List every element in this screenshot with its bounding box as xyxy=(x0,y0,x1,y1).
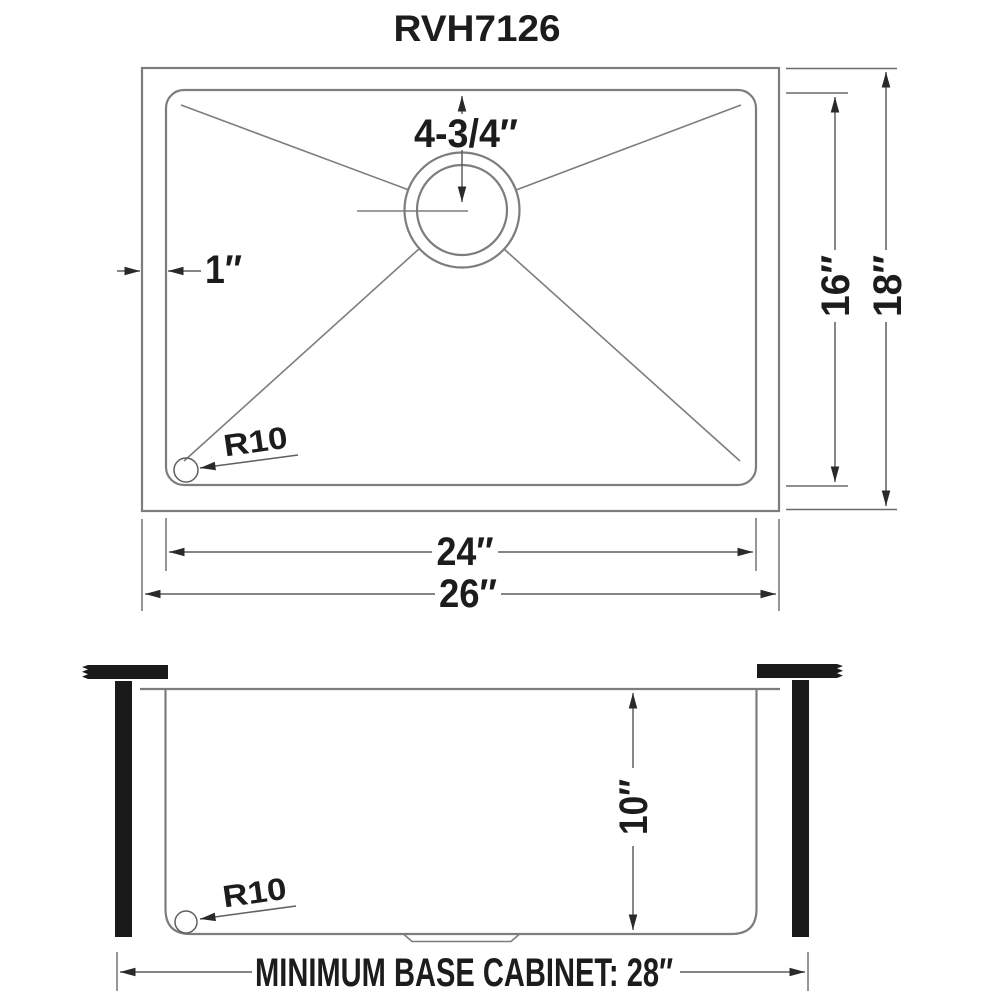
diagonal-top-right xyxy=(515,104,742,191)
corner-radius-callout-top-view: R10 xyxy=(173,420,299,483)
sink-side-view: 10″ R10 MINIMUM BASE CABINET: 28″ xyxy=(82,664,843,995)
diagonal-bottom-right xyxy=(503,248,741,462)
dim-drain-offset: 4-3/4″ xyxy=(414,96,518,202)
model-number-title: RVH7126 xyxy=(394,8,561,49)
dim-basin-depth-label: 16″ xyxy=(814,255,858,317)
dim-overall-depth-label: 18″ xyxy=(866,255,910,317)
dim-bowl-depth-label: 10″ xyxy=(612,779,656,835)
drain-boss xyxy=(403,933,520,943)
radius-center-mark-side xyxy=(174,910,198,934)
dim-bowl-depth: 10″ xyxy=(612,693,656,930)
dim-basin-depth: 16″ xyxy=(786,92,858,487)
dim-rim-width: 1″ xyxy=(117,248,242,292)
corner-radius-callout-side-view: R10 xyxy=(174,871,297,934)
diagonal-bottom-left xyxy=(183,247,421,462)
base-cabinet-label: MINIMUM BASE CABINET: 28″ xyxy=(255,951,673,995)
dim-drain-offset-label: 4-3/4″ xyxy=(414,112,518,156)
inner-basin-rect xyxy=(164,88,758,487)
cabinet-right-bar xyxy=(792,680,809,937)
dim-overall-width: 26″ xyxy=(141,519,780,616)
radius-center-mark xyxy=(173,457,199,483)
dim-base-cabinet: MINIMUM BASE CABINET: 28″ xyxy=(116,951,809,995)
dim-overall-width-label: 26″ xyxy=(439,572,497,616)
diagonal-top-left xyxy=(180,104,410,191)
countertop-left-bar xyxy=(82,665,168,679)
cabinet-left-bar xyxy=(115,681,132,937)
sink-top-view: 4-3/4″ 1″ R10 24″ 26″ xyxy=(117,66,910,616)
dim-basin-width: 24″ xyxy=(165,518,757,574)
dim-basin-width-label: 24″ xyxy=(437,530,494,574)
dim-rim-width-label: 1″ xyxy=(205,248,242,292)
bowl-outline xyxy=(164,689,758,936)
countertop-right-bar xyxy=(757,664,843,678)
dim-overall-depth: 18″ xyxy=(786,67,910,511)
outer-rim-rect xyxy=(140,66,781,513)
